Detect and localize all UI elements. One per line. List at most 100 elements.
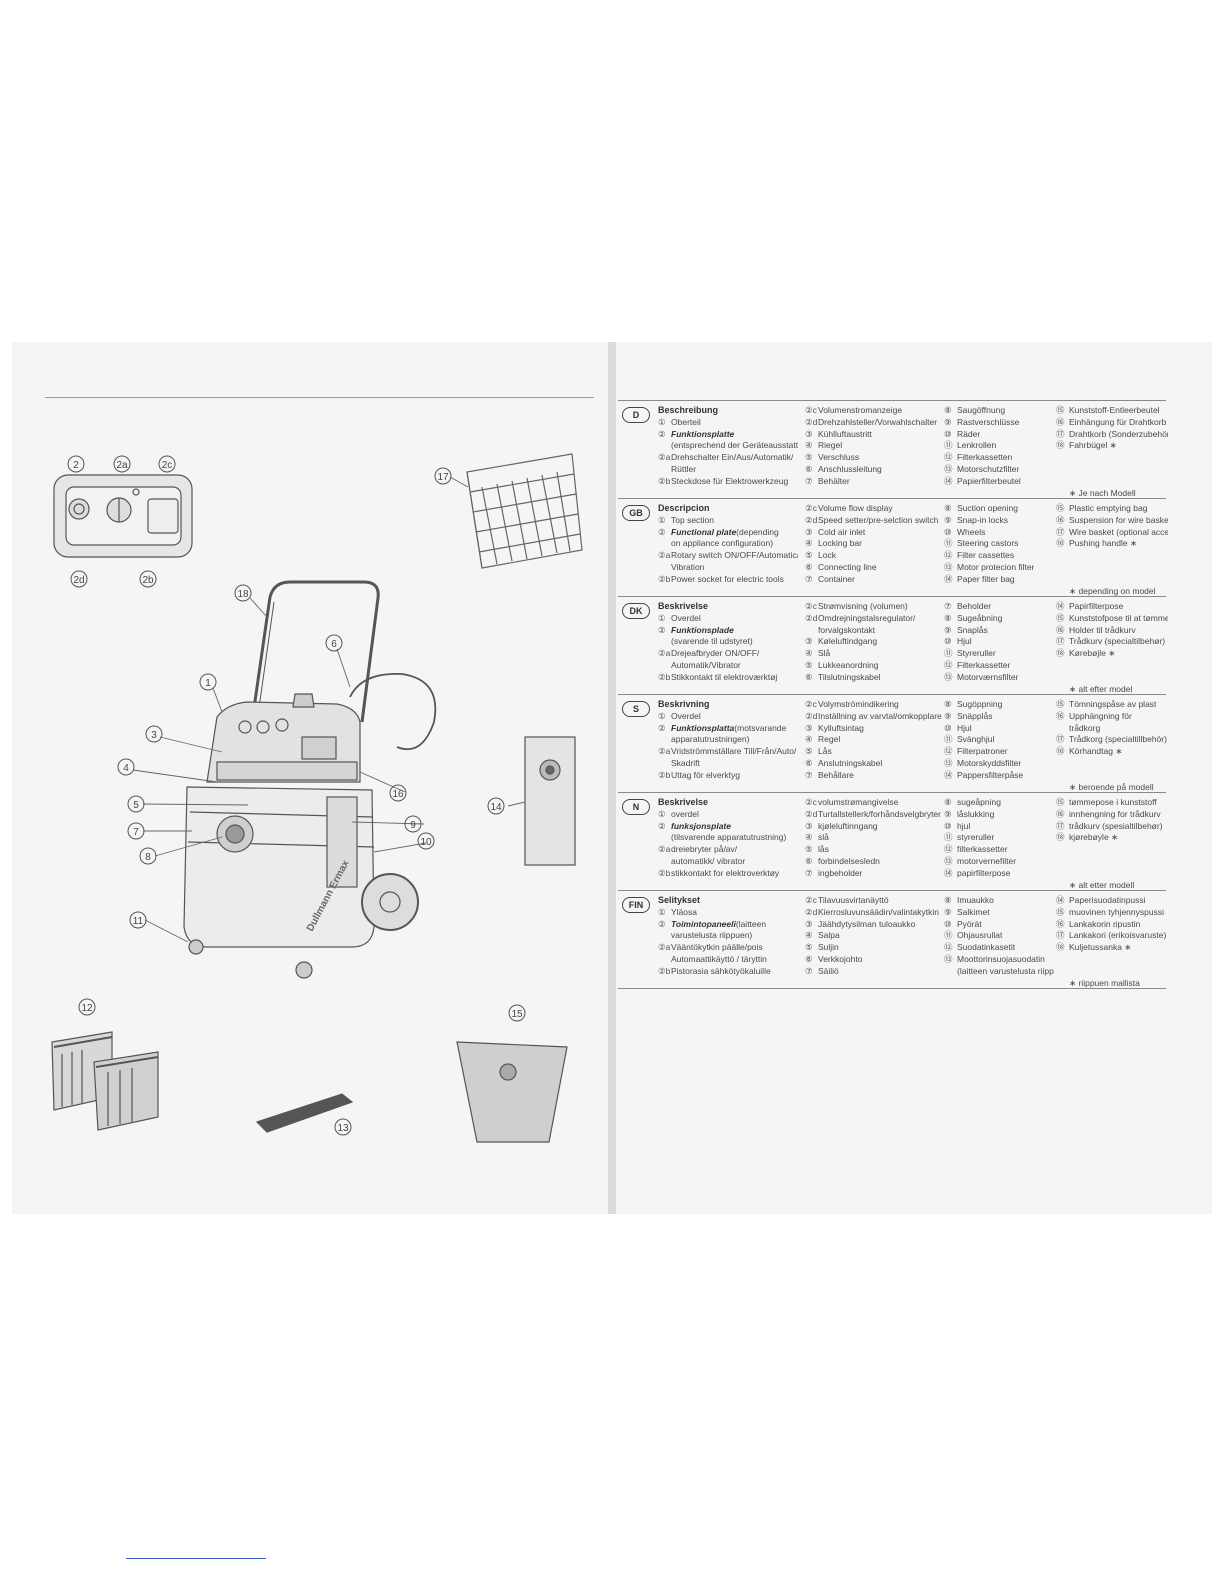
language-code-badge: DK	[622, 603, 650, 619]
spacer	[1056, 672, 1168, 684]
part-number: ②a	[658, 746, 671, 757]
model-footnote: ∗ beroende på modell	[1069, 781, 1154, 792]
part-item: forvalgskontakt	[805, 625, 942, 637]
part-number: ⑱	[1056, 648, 1065, 659]
part-number: ⑫	[944, 452, 953, 463]
part-label: Tömningspåse av plast	[1069, 699, 1157, 709]
part-label: Trådkurv (specialtilbehør)	[1069, 636, 1166, 647]
wheel-drawing	[361, 873, 419, 931]
part-number: ⑮	[1056, 906, 1065, 917]
model-footnote: ∗ Je nach Modell	[1069, 487, 1136, 498]
part-number: ②c	[805, 895, 817, 905]
part-label: Uttag för elverktyg	[671, 769, 740, 780]
part-number: ②	[658, 428, 666, 439]
part-item: (laitteen varustelusta riippuen)	[944, 966, 1054, 978]
part-label: Körhandtag ∗	[1069, 746, 1123, 757]
part-label: motorvernefilter	[957, 855, 1017, 866]
manual-spread: 2 2a 2c 2d 2b 17 18 6 1 3 4 5 7 8 9 10 1…	[12, 342, 1212, 1214]
language-code-badge: GB	[622, 505, 650, 521]
part-label: Snaplås	[957, 624, 988, 635]
part-label: Kierrosluvunsäädin/valintakytkin	[818, 906, 939, 917]
spacer	[1056, 464, 1168, 476]
part-number: ③	[805, 722, 813, 733]
part-number: ⑱	[1056, 746, 1065, 757]
part-number	[1056, 723, 1069, 735]
part-label: Motorværnsfilter	[957, 671, 1019, 682]
part-number: ⑦	[805, 769, 813, 780]
part-item: Skadrift	[658, 758, 798, 770]
part-label: Jäähdytysilman tuloaukko	[818, 918, 916, 929]
callout-circle: 6	[325, 634, 343, 652]
svg-text:17: 17	[437, 472, 449, 483]
callout-circle: 11	[129, 911, 147, 929]
svg-text:12: 12	[81, 1003, 93, 1014]
part-number: ⑱	[1056, 538, 1065, 549]
part-number	[658, 562, 671, 574]
part-number: ⑥	[805, 757, 813, 768]
svg-text:11: 11	[133, 916, 144, 927]
part-number: ⑤	[805, 659, 813, 670]
part-number: ⑥	[805, 671, 813, 682]
callout-circle: 2c	[158, 455, 176, 473]
svg-text:2a: 2a	[116, 460, 128, 471]
footer-link-underline[interactable]	[126, 1558, 266, 1559]
part-label: Hjul	[957, 722, 972, 733]
part-number: ①	[658, 514, 666, 525]
part-number: ⑩	[944, 918, 952, 929]
part-label: Køleluftindgang	[818, 636, 878, 647]
part-label: Snap-in locks	[957, 514, 1009, 525]
model-footnote: ∗ depending on model	[1069, 585, 1156, 596]
part-label: Trådkorg (specialtillbehör)	[1069, 734, 1167, 745]
part-number: ②d	[805, 416, 818, 427]
part-label: Overdel	[671, 612, 701, 623]
part-number	[658, 464, 671, 476]
part-label: trådkurv (spesialtilbehør)	[1069, 820, 1163, 831]
part-label: Behållare	[818, 769, 854, 780]
part-number: ④	[805, 832, 813, 843]
callout-circle: 12	[78, 998, 96, 1016]
part-label: Filterkassetter	[957, 659, 1011, 670]
part-item: (svarende til udstyret)	[658, 636, 798, 648]
svg-text:4: 4	[123, 763, 129, 774]
part-number: ⑫	[944, 942, 953, 953]
part-label: forvalgskontakt	[818, 624, 876, 635]
part-label-note: (depending	[736, 526, 779, 537]
callout-circle: 13	[334, 1118, 352, 1136]
part-label: Skadrift	[671, 757, 700, 768]
part-number: ⑬	[944, 561, 953, 572]
spacer	[1056, 758, 1168, 770]
part-number: ⑱	[1056, 440, 1065, 451]
part-label: tømmepose i kunststoff	[1069, 797, 1157, 807]
part-label: Rüttler	[671, 463, 697, 474]
wire-basket-drawing	[466, 453, 583, 569]
part-number: ⑨	[944, 710, 952, 721]
part-number: ②b	[658, 573, 671, 584]
